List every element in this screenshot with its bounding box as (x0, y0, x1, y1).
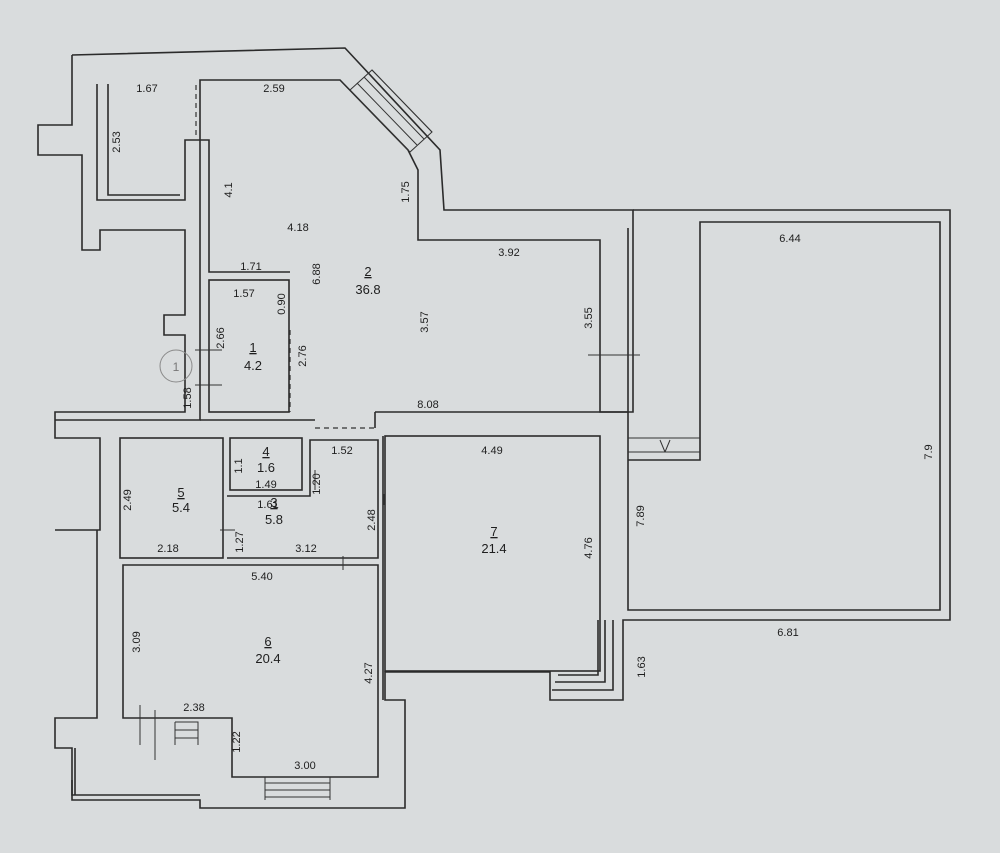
dim-label: 5.40 (251, 571, 272, 583)
dim-label: 2.38 (183, 702, 204, 714)
dim-label: 4.76 (583, 537, 595, 558)
door-marks (139, 85, 640, 760)
room-3-area: 5.8 (265, 512, 283, 527)
dim-label: 1.57 (233, 288, 254, 300)
dim-label: 1.61 (257, 499, 278, 511)
room-labels: 1 4.2 2 36.8 3 5.8 4 1.6 5 5.4 6 20.4 7 … (172, 264, 507, 666)
dim-label: 8.08 (417, 399, 438, 411)
dim-label: 2.48 (366, 509, 378, 530)
room-4-area: 1.6 (257, 460, 275, 475)
dim-label: 3.55 (583, 307, 595, 328)
room-5-number: 5 (177, 485, 184, 500)
room-2-number: 2 (364, 264, 371, 279)
dim-label: 3.92 (498, 247, 519, 259)
room-7-area: 21.4 (481, 541, 506, 556)
dim-label: 6.81 (777, 627, 798, 639)
dim-label: 1.58 (182, 387, 194, 408)
dim-label: 3.57 (419, 311, 431, 332)
dim-label: 7.9 (923, 444, 935, 459)
dim-label: 1.75 (400, 181, 412, 202)
dimension-labels: 1.67 2.59 2.53 4.1 4.18 1.75 6.44 3.92 1… (111, 83, 935, 772)
room-6-area: 20.4 (255, 651, 280, 666)
dim-label: 4.1 (223, 182, 235, 197)
room-5-area: 5.4 (172, 500, 190, 515)
dim-label: 1.27 (234, 531, 246, 552)
dim-label: 4.18 (287, 222, 308, 234)
outer-walls (37, 47, 951, 809)
section-marker-label: 1 (173, 360, 180, 374)
section-marker: 1 (159, 349, 193, 383)
room-6-number: 6 (264, 634, 271, 649)
dim-label: 1.52 (331, 445, 352, 457)
dim-label: 4.27 (363, 662, 375, 683)
dim-label: 1.71 (240, 261, 261, 273)
dim-label: 1.20 (311, 473, 323, 494)
bay-window (349, 69, 433, 153)
dim-label: 6.88 (311, 263, 323, 284)
room-2-area: 36.8 (355, 282, 380, 297)
dim-label: 2.18 (157, 543, 178, 555)
room-1-area: 4.2 (244, 358, 262, 373)
dim-label: 2.66 (215, 327, 227, 348)
dim-label: 2.59 (263, 83, 284, 95)
dim-label: 4.49 (481, 445, 502, 457)
room-4-number: 4 (262, 444, 269, 459)
dim-label: 2.53 (111, 131, 123, 152)
dim-label: 1.22 (231, 731, 243, 752)
room-1-number: 1 (249, 340, 256, 355)
dim-label: 2.76 (297, 345, 309, 366)
dim-label: 1.1 (233, 458, 245, 473)
dim-label: 7.89 (635, 505, 647, 526)
dim-label: 1.49 (255, 479, 276, 491)
dim-label: 3.09 (131, 631, 143, 652)
dim-label: 3.00 (294, 760, 315, 772)
dim-label: 3.12 (295, 543, 316, 555)
dim-label: 0.90 (276, 293, 288, 314)
dim-label: 6.44 (779, 233, 800, 245)
dim-label: 1.67 (136, 83, 157, 95)
dim-label: 2.49 (122, 489, 134, 510)
dim-label: 1.63 (636, 656, 648, 677)
interior-walls (119, 279, 700, 800)
room-3-number: 3 (270, 495, 277, 510)
room-7-number: 7 (490, 524, 497, 539)
